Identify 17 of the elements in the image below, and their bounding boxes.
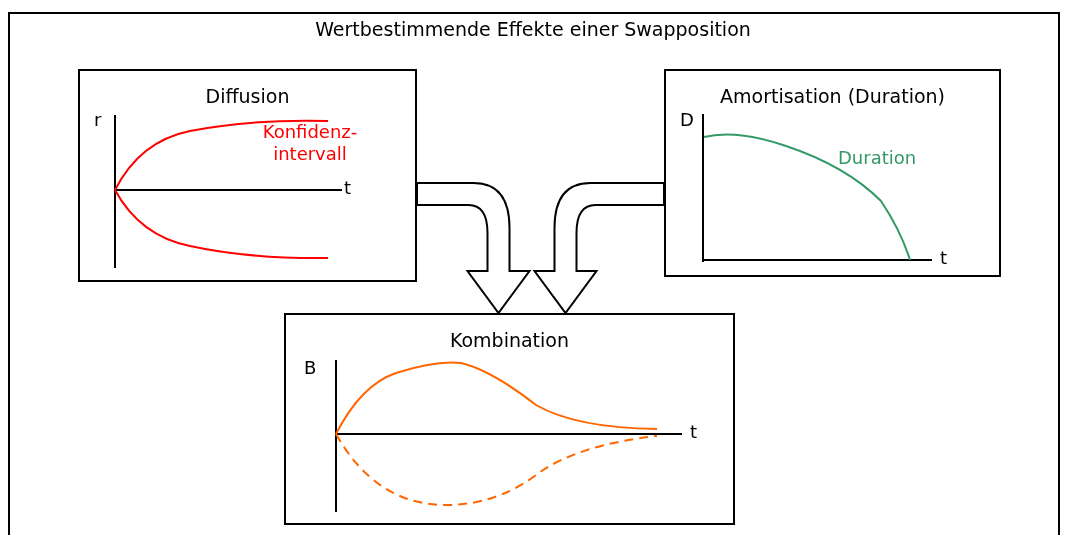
- curve-label: Konfidenz- intervall: [261, 121, 359, 165]
- axis-label: t: [344, 177, 352, 199]
- chart-panel: [78, 69, 417, 282]
- block-arrow: [533, 182, 665, 314]
- panel-heading: Kombination: [448, 329, 571, 351]
- chart-panel: [284, 313, 735, 525]
- curve-label: Duration: [838, 147, 917, 169]
- title: Wertbestimmende Effekte einer Swapposition: [314, 18, 752, 40]
- axis-label: t: [690, 421, 698, 443]
- axis-label: r: [94, 109, 102, 131]
- block-arrow: [416, 182, 531, 314]
- chart-panel: [664, 69, 1001, 277]
- axis-label: D: [680, 109, 694, 131]
- panel-heading: Amortisation (Duration): [719, 85, 946, 107]
- panel-heading: Diffusion: [204, 85, 291, 107]
- axis-label: B: [304, 357, 317, 379]
- axis-label: t: [940, 247, 948, 269]
